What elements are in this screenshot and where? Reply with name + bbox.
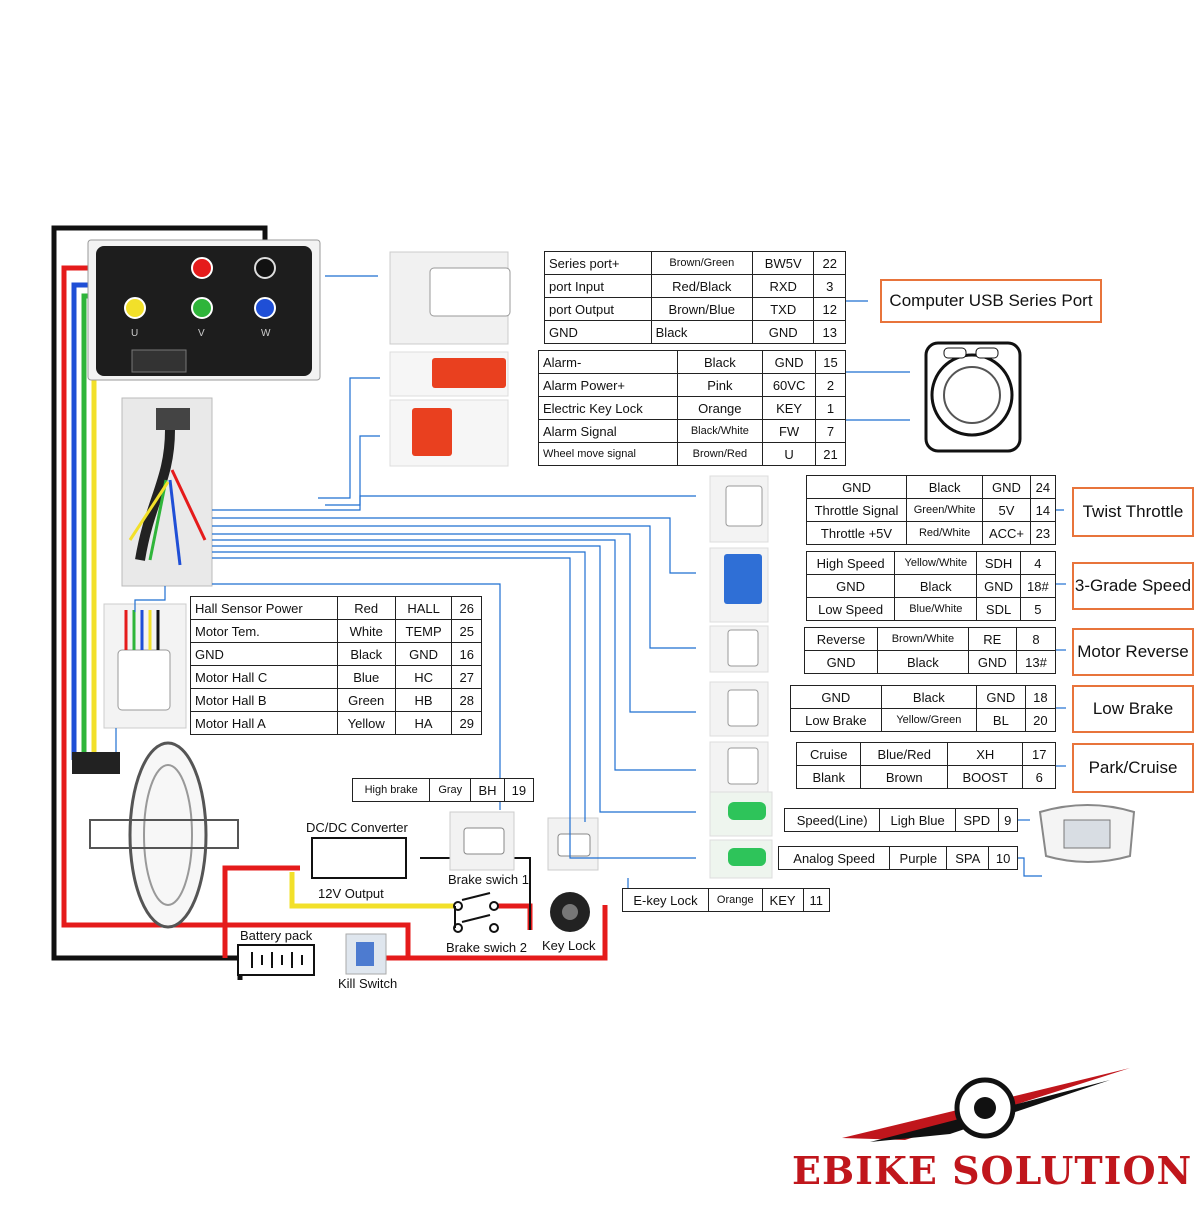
brake-switch-2-label: Brake swich 2 — [446, 940, 527, 955]
phase-v-label: V — [198, 328, 205, 339]
battery-pack-label: Battery pack — [240, 928, 313, 943]
wiring-harness — [121, 397, 213, 587]
brake-switch-1-label: Brake swich 1 — [448, 872, 529, 887]
phase-u-label: U — [131, 328, 138, 339]
brand-name: EBIKE SOLUTION — [792, 1148, 1193, 1193]
signal-lines — [115, 275, 1066, 890]
dcdc-converter-box — [311, 837, 407, 879]
connector-photos — [389, 251, 773, 879]
meter-display — [1038, 804, 1136, 863]
hub-motor — [72, 741, 239, 929]
dcdc-converter-label: DC/DC Converter — [306, 820, 408, 835]
motor-reverse-box: Motor Reverse — [1072, 628, 1194, 676]
hall-connector — [103, 603, 187, 729]
brand-logo-graphic — [842, 1068, 1130, 1142]
brake-switch-1-photo — [449, 811, 515, 871]
twist-throttle-box: Twist Throttle — [1072, 487, 1194, 537]
brake-red-wire — [498, 903, 533, 930]
brake-switch-symbol — [453, 892, 499, 933]
kill-switch-photo — [345, 933, 387, 975]
usb-port-box: Computer USB Series Port — [880, 279, 1102, 323]
park-cruise-box: Park/Cruise — [1072, 743, 1194, 793]
key-lock-photo — [547, 817, 599, 932]
three-grade-speed-box: 3-Grade Speed — [1072, 562, 1194, 610]
yellow-12v-wire — [289, 872, 455, 909]
kill-red-wire — [370, 905, 608, 961]
battery-red-wire — [222, 865, 300, 958]
battery-symbol — [237, 944, 315, 976]
key-lock-label: Key Lock — [542, 938, 596, 953]
phase-w-label: W — [261, 328, 271, 339]
alarm-unit — [924, 341, 1022, 453]
low-brake-box: Low Brake — [1072, 685, 1194, 733]
kill-switch-label: Kill Switch — [338, 976, 398, 991]
output-12v-label: 12V Output — [318, 886, 384, 901]
controller — [87, 239, 321, 381]
